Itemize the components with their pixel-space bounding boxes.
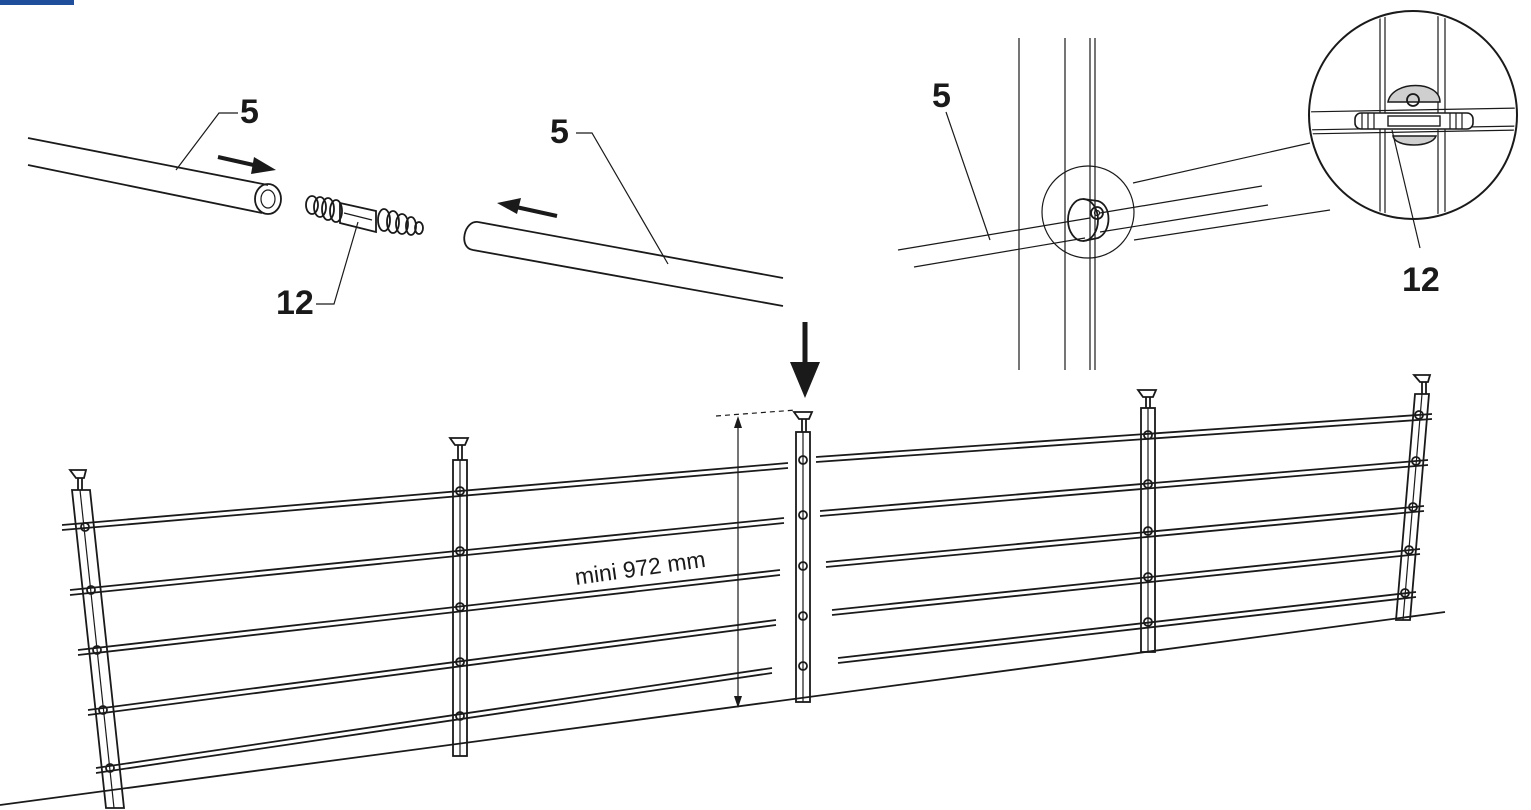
rail-right — [463, 221, 784, 307]
rail-left — [27, 137, 282, 215]
ground-line — [0, 611, 1446, 806]
callout-rail-right: 5 — [550, 113, 569, 151]
callout-connector: 12 — [276, 284, 314, 322]
post-1 — [68, 469, 126, 809]
left-section-rails — [61, 462, 789, 774]
min-height-dimension: mini 972 mm — [573, 409, 797, 708]
leader-detail-connector — [1391, 129, 1421, 249]
callout-detail-connector: 12 — [1402, 261, 1440, 299]
arrow-right-icon — [217, 155, 276, 174]
right-section-rails — [815, 413, 1433, 664]
min-height-label: mini 972 mm — [573, 546, 707, 590]
leader-detail-rail — [945, 111, 991, 241]
post-4 — [1136, 389, 1158, 653]
detail-zoom-circle — [1041, 165, 1135, 259]
rail-connector-part — [305, 195, 424, 236]
leader-rail-right — [576, 132, 669, 265]
post-3 — [792, 411, 814, 703]
railing-assembly: mini 972 mm — [0, 374, 1446, 809]
leader-connector — [316, 221, 359, 305]
post-2 — [448, 437, 470, 757]
exploded-rail-connection: 5 12 — [27, 93, 784, 322]
detail-view: 5 — [897, 10, 1518, 370]
corner-tab — [0, 0, 74, 5]
callout-detail-rail: 5 — [932, 77, 951, 115]
arrow-down-icon — [790, 322, 820, 398]
magnified-connection — [1311, 13, 1515, 217]
arrow-left-icon — [497, 198, 558, 218]
callout-rail-left: 5 — [240, 93, 259, 131]
leader-rail-left — [175, 112, 238, 171]
post-5 — [1395, 374, 1432, 621]
